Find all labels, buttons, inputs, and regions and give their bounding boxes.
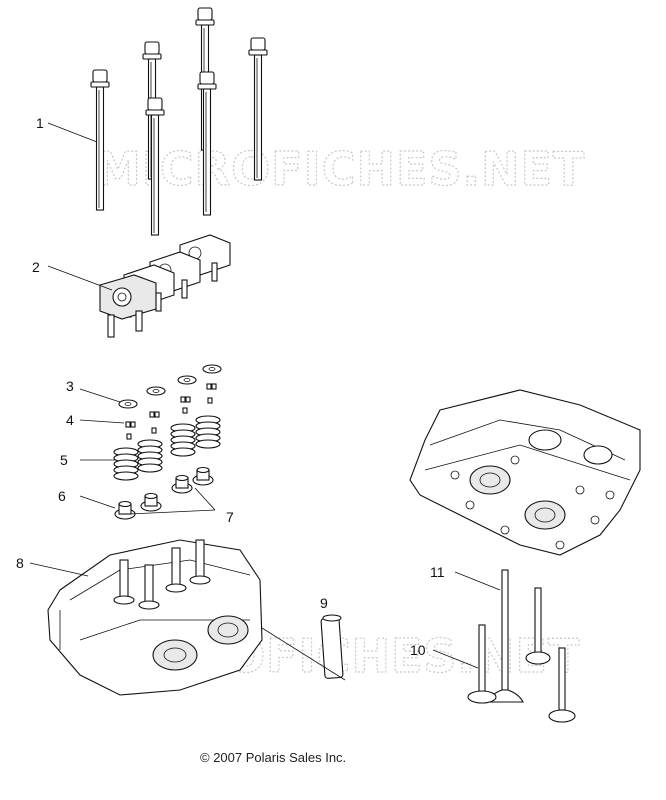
watermark-top: MICROFICHES.NET (95, 142, 585, 196)
head-bolts (90, 7, 268, 236)
cylinder-head (47, 539, 263, 696)
callout-2: 2 (32, 259, 40, 275)
callout-4: 4 (66, 412, 74, 428)
valve-springs (113, 415, 221, 481)
copyright-notice: © 2007 Polaris Sales Inc. (200, 750, 346, 765)
cylinder-head-underside (409, 389, 641, 556)
leader-lines (29, 122, 501, 681)
intake-valve-2 (525, 587, 551, 665)
exhaust-valve-2 (548, 647, 576, 723)
callout-10: 10 (410, 642, 426, 658)
callout-3: 3 (66, 378, 74, 394)
valve-retainers (118, 364, 222, 409)
valves (467, 569, 576, 723)
exhaust-valve-1 (467, 624, 497, 704)
bolt-1 (90, 69, 110, 211)
intake-valve-1 (486, 569, 524, 703)
callout-1: 1 (36, 115, 44, 131)
rocker-arm-assembly (99, 234, 231, 338)
bolt-4 (248, 37, 268, 181)
callout-6: 6 (58, 488, 66, 504)
callout-5: 5 (60, 452, 68, 468)
callout-11: 11 (430, 564, 445, 580)
bolt-6 (197, 71, 217, 216)
callout-7: 7 (226, 509, 234, 525)
callout-numbers: 1 2 3 4 5 6 7 8 9 10 11 (16, 115, 445, 658)
valve-seals (114, 466, 214, 520)
valve-keepers (125, 383, 217, 440)
callout-9: 9 (320, 595, 328, 611)
dowel-pin (320, 614, 344, 679)
bolt-5 (145, 97, 165, 236)
callout-8: 8 (16, 555, 24, 571)
